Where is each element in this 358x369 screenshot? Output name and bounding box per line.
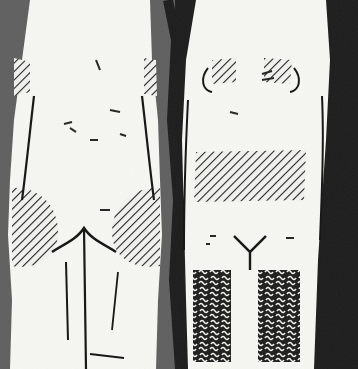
body-diagram-figure xyxy=(0,0,358,369)
film-grain-overlay xyxy=(0,0,358,369)
